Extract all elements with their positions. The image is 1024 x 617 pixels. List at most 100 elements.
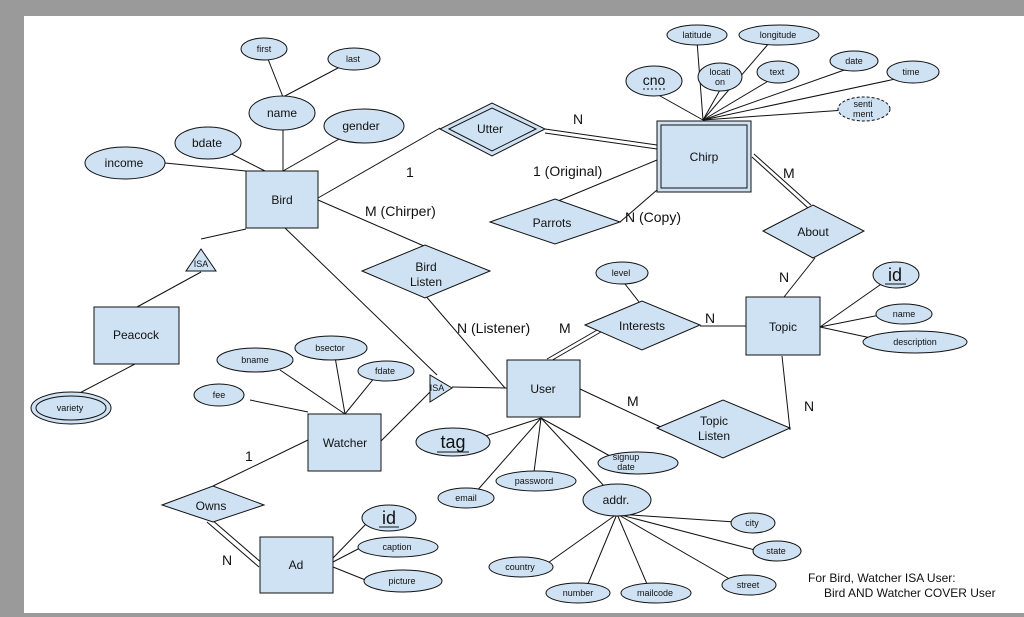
svg-text:Interests: Interests: [619, 319, 665, 333]
attr-time: time: [886, 60, 940, 84]
svg-text:variety: variety: [57, 403, 84, 413]
attr-topic-name: name: [875, 303, 933, 325]
relationship-utter: Utter: [438, 102, 547, 157]
attr-tag: tag: [415, 427, 491, 457]
svg-text:fdate: fdate: [375, 366, 395, 376]
svg-text:picture: picture: [388, 576, 415, 586]
attr-description: description: [862, 330, 968, 354]
isa-triangle-bird-peacock: ISA: [185, 248, 217, 272]
svg-text:Peacock: Peacock: [113, 328, 160, 342]
svg-text:bsector: bsector: [315, 343, 345, 353]
svg-text:bname: bname: [241, 355, 269, 365]
attr-latitude: latitude: [666, 24, 728, 46]
svg-text:User: User: [530, 382, 555, 396]
attr-first: first: [240, 37, 288, 61]
attr-country: country: [488, 556, 554, 578]
svg-text:Chirp: Chirp: [690, 150, 719, 164]
attr-street: street: [721, 574, 777, 596]
card-interests-user: M: [559, 320, 571, 336]
attr-last: last: [327, 47, 381, 71]
svg-text:description: description: [893, 337, 937, 347]
cover-note-line-2: Bird AND Watcher COVER User: [824, 586, 996, 600]
attr-number: number: [545, 582, 611, 604]
relationship-interests: Interests: [583, 300, 702, 351]
svg-text:Parrots: Parrots: [533, 216, 572, 230]
attr-state: state: [752, 540, 802, 562]
svg-text:tag: tag: [440, 432, 465, 452]
card-parrots-copy: N (Copy): [625, 209, 681, 225]
svg-text:ISA: ISA: [194, 259, 209, 269]
attr-topic-id: id: [872, 261, 920, 289]
svg-text:country: country: [505, 562, 535, 572]
svg-text:password: password: [515, 476, 554, 486]
cover-note-line-1: For Bird, Watcher ISA User:: [808, 571, 956, 585]
attr-fee: fee: [193, 383, 245, 407]
card-parrots-original: 1 (Original): [533, 163, 602, 179]
svg-text:city: city: [745, 518, 759, 528]
card-utter-bird: 1: [406, 164, 414, 180]
svg-text:street: street: [737, 580, 760, 590]
attr-city: city: [730, 512, 776, 534]
svg-text:id: id: [888, 265, 902, 285]
card-chirper: M (Chirper): [365, 203, 436, 219]
attr-level: level: [595, 261, 649, 285]
cover-note: For Bird, Watcher ISA User: Bird AND Wat…: [808, 571, 1018, 601]
entity-bird: Bird: [245, 170, 319, 229]
entity-topic: Topic: [745, 296, 821, 356]
card-owns-ad: N: [222, 552, 232, 568]
svg-text:income: income: [105, 156, 144, 170]
svg-text:Owns: Owns: [196, 499, 227, 513]
card-interests-topic: N: [705, 310, 715, 326]
card-listener: N (Listener): [457, 320, 530, 336]
svg-text:mailcode: mailcode: [637, 588, 673, 598]
svg-text:ISA: ISA: [430, 383, 445, 393]
attributes: first last name gender bdate income lati…: [30, 24, 968, 604]
attr-mailcode: mailcode: [620, 582, 692, 604]
svg-text:latitude: latitude: [682, 30, 711, 40]
attr-name: name: [248, 95, 316, 131]
attr-cno: cno: [625, 65, 683, 97]
card-topic-listen-user: M: [627, 393, 639, 409]
attr-bsector: bsector: [294, 335, 368, 361]
entity-peacock: Peacock: [93, 306, 180, 365]
relationship-parrots: Parrots: [488, 198, 622, 245]
svg-text:level: level: [612, 268, 631, 278]
svg-text:date: date: [845, 56, 863, 66]
attr-bname: bname: [216, 347, 294, 373]
attr-caption: caption: [357, 536, 439, 558]
svg-text:addr.: addr.: [603, 493, 630, 507]
attr-picture: picture: [363, 569, 443, 593]
card-topic-listen-topic: N: [804, 398, 814, 414]
isa-triangle-user: ISA: [429, 374, 453, 403]
attr-date: date: [829, 50, 879, 72]
svg-text:Watcher: Watcher: [323, 436, 367, 450]
svg-text:bdate: bdate: [192, 136, 222, 150]
relationship-owns: Owns: [160, 485, 266, 523]
entity-watcher: Watcher: [307, 413, 382, 472]
attr-email: email: [437, 487, 495, 509]
svg-text:id: id: [382, 508, 396, 528]
svg-text:last: last: [346, 54, 361, 64]
entity-ad: Ad: [259, 536, 334, 594]
svg-text:Ad: Ad: [289, 558, 304, 572]
card-about-chirp: M: [783, 165, 795, 181]
attr-addr: addr.: [582, 483, 652, 517]
svg-text:state: state: [766, 546, 786, 556]
attr-text: text: [756, 60, 800, 84]
svg-text:caption: caption: [382, 542, 411, 552]
attr-ad-id: id: [361, 504, 417, 532]
svg-text:time: time: [902, 67, 919, 77]
cardinality-labels: 1 N 1 (Original) N (Copy) M (Chirper) M …: [222, 111, 814, 568]
attr-fdate: fdate: [357, 360, 415, 382]
attr-gender: gender: [323, 108, 405, 144]
attr-income: income: [84, 146, 166, 180]
